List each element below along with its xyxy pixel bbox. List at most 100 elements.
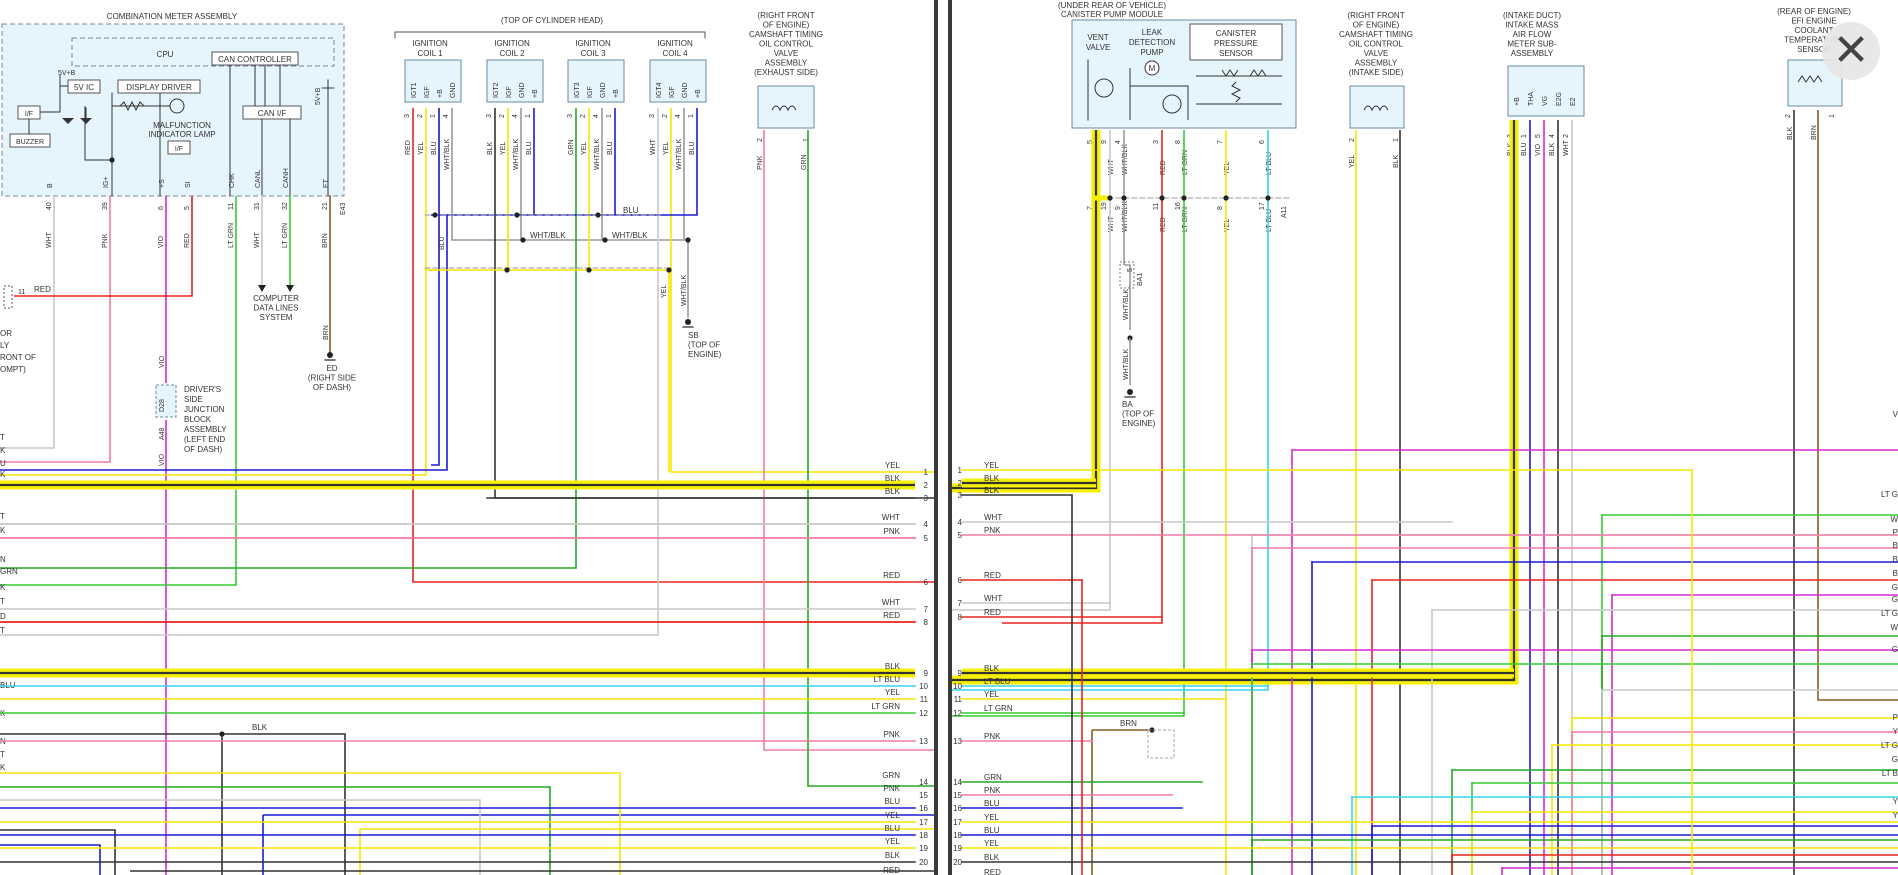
wire-red bbox=[412, 108, 934, 583]
row-number: 1 bbox=[958, 466, 963, 475]
coil-name: COIL 4 bbox=[662, 49, 688, 58]
junction-label: BLOCK bbox=[184, 415, 212, 424]
meter-wire-label: VIO bbox=[158, 235, 165, 248]
coil-pin-number: 4 bbox=[512, 114, 519, 118]
junction-label: ASSEMBLY bbox=[184, 425, 227, 434]
close-button[interactable]: ✕ bbox=[1822, 22, 1880, 80]
ect-label: TEMPERATURE bbox=[1784, 36, 1844, 45]
wire-label: BRN bbox=[323, 325, 330, 340]
page-divider bbox=[934, 0, 938, 875]
edge-label: U bbox=[0, 459, 6, 468]
row-wire-label: YEL bbox=[885, 461, 901, 470]
row-number: 6 bbox=[958, 576, 963, 585]
wire-wht bbox=[0, 799, 481, 875]
transistor-icon bbox=[1162, 94, 1182, 114]
row-number: 11 bbox=[954, 695, 963, 704]
row-wire-label: RED bbox=[984, 608, 1001, 617]
edge-label: T bbox=[0, 512, 5, 521]
edge-label: T bbox=[0, 626, 5, 635]
coil-pin-number: 1 bbox=[606, 114, 613, 118]
leak-pump-label: DETECTION bbox=[1129, 38, 1175, 47]
junction-connector: A48 bbox=[159, 427, 166, 440]
coil-pin-name: GND bbox=[519, 82, 526, 98]
ocv-exhaust-label: CAMSHAFT TIMING bbox=[749, 30, 823, 39]
row-wire-label: BLK bbox=[885, 851, 901, 860]
ocv-intake-label: OF ENGINE) bbox=[1353, 21, 1400, 30]
junction-dot bbox=[219, 731, 225, 737]
wire-yel bbox=[0, 772, 621, 875]
coil-name: IGNITION bbox=[494, 39, 530, 48]
wire-yel bbox=[670, 108, 934, 473]
maf-wire-label: VIO bbox=[1535, 143, 1542, 156]
coil-pin-number: 3 bbox=[649, 114, 656, 118]
row-number: 17 bbox=[919, 818, 928, 827]
wire-label: BLU bbox=[623, 206, 639, 215]
ground-sb-label: (TOP OF bbox=[688, 341, 720, 350]
connector-box bbox=[1119, 261, 1135, 289]
meter-pin-number: 5 bbox=[184, 206, 191, 210]
maf-label: INTAKE MASS bbox=[1505, 21, 1558, 30]
ect-label: (REAR OF ENGINE) bbox=[1777, 7, 1851, 16]
canister-pin-number: 8 bbox=[1175, 140, 1182, 144]
canister-wire-label: WHT/BLK bbox=[1122, 201, 1129, 232]
edge-label: B bbox=[1893, 569, 1898, 578]
row-wire-label: BLK bbox=[984, 474, 1000, 483]
maf-pin-name: E2G bbox=[1556, 92, 1563, 106]
coil-pin-number: 4 bbox=[593, 114, 600, 118]
canister-pin-number: 7 bbox=[1217, 140, 1224, 144]
row-wire-label: YEL bbox=[885, 811, 901, 820]
row-wire-label: BLK bbox=[984, 664, 1000, 673]
five-v-b-label: 5V+B bbox=[58, 70, 76, 77]
coil-name: IGNITION bbox=[657, 39, 693, 48]
meter-pin-name: ET bbox=[323, 178, 330, 188]
connector-box bbox=[1147, 729, 1175, 759]
ocv-intake-label: CAMSHAFT TIMING bbox=[1339, 30, 1413, 39]
junction-dot bbox=[504, 267, 510, 273]
coil-pin-number: 2 bbox=[662, 114, 669, 118]
wire-label: BRN bbox=[1120, 719, 1137, 728]
canister-wire-label: RED bbox=[1160, 160, 1167, 175]
row-number: 12 bbox=[953, 709, 962, 718]
maf-pin-number: 4 bbox=[1549, 134, 1556, 138]
row-number: 3 bbox=[924, 494, 929, 503]
junction-dot bbox=[1181, 195, 1187, 201]
edge-label: Y bbox=[1893, 811, 1898, 820]
wire-label: GRN bbox=[568, 139, 575, 155]
junction-label: OF DASH) bbox=[184, 445, 223, 454]
wire-label: YEL bbox=[418, 142, 425, 155]
resistor-icon bbox=[1221, 69, 1239, 77]
diagram-page-right: (UNDER REAR OF VEHICLE)CANISTER PUMP MOD… bbox=[952, 0, 1898, 875]
can-controller-label: CAN CONTROLLER bbox=[218, 55, 292, 64]
coil-pin-name: +B bbox=[532, 89, 539, 98]
leak-pump-label: PUMP bbox=[1140, 48, 1163, 57]
edge-label: K bbox=[0, 526, 6, 535]
coil-pin-name: GND bbox=[450, 82, 457, 98]
wire-grn bbox=[0, 108, 577, 569]
meter-pin-number: 31 bbox=[254, 202, 261, 210]
junction-dot bbox=[514, 212, 520, 218]
row-number: 19 bbox=[953, 844, 962, 853]
junction-dot bbox=[1265, 195, 1271, 201]
row-wire-label: BLU bbox=[884, 824, 900, 833]
wire-label: RED bbox=[405, 140, 412, 155]
coil-name: COIL 2 bbox=[499, 49, 525, 58]
row-wire-label: YEL bbox=[984, 690, 1000, 699]
row-number: 18 bbox=[919, 831, 928, 840]
edge-label: Y bbox=[1893, 727, 1898, 736]
ocv-exhaust-label: ASSEMBLY bbox=[765, 59, 808, 68]
canister-pin-number: 19 bbox=[1101, 202, 1108, 210]
display-driver-box bbox=[117, 79, 201, 94]
wire-blk bbox=[494, 108, 934, 499]
wire-wht bbox=[0, 108, 659, 636]
canister-pin-number: 5 bbox=[1087, 140, 1094, 144]
if-label: I/F bbox=[25, 111, 33, 118]
canister-pin-number: 8 bbox=[1217, 206, 1224, 210]
wire-label: BRN bbox=[1811, 125, 1818, 140]
meter-wire-label: WHT bbox=[254, 231, 261, 248]
resistor-icon bbox=[1230, 81, 1242, 103]
wire-label: BLU bbox=[689, 141, 696, 155]
junction-dot bbox=[1159, 195, 1165, 201]
wire-label: GRN bbox=[801, 154, 808, 170]
row-wire-label: WHT bbox=[984, 594, 1002, 603]
